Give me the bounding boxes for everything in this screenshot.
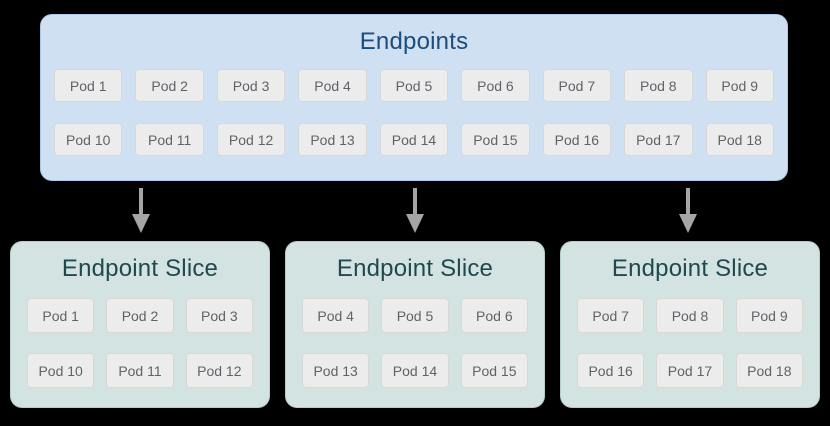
pod-chip: Pod 8: [656, 298, 724, 333]
pod-chip: Pod 2: [106, 298, 174, 333]
arrow-stem: [139, 188, 143, 214]
arrow-head: [679, 214, 697, 233]
slice-2-pod-row-top: Pod 4 Pod 5 Pod 6: [286, 298, 544, 333]
pod-chip: Pod 11: [106, 353, 174, 388]
pod-chip: Pod 18: [705, 123, 774, 156]
pod-chip: Pod 6: [461, 69, 530, 102]
pod-chip: Pod 7: [577, 298, 645, 333]
pod-chip: Pod 11: [135, 123, 204, 156]
pod-chip: Pod 4: [298, 69, 367, 102]
endpoints-box: Endpoints Pod 1 Pod 2 Pod 3 Pod 4 Pod 5 Pod 6…: [40, 14, 788, 181]
down-arrow-icon: [129, 188, 153, 233]
endpoint-slice-title: Endpoint Slice: [61, 255, 219, 282]
slice-3-pod-row-bottom: Pod 16 Pod 17 Pod 18: [561, 353, 819, 388]
pod-chip: Pod 17: [624, 123, 693, 156]
down-arrow-icon: [676, 188, 700, 233]
arrow-stem: [686, 188, 690, 214]
down-arrow-icon: [403, 188, 427, 233]
pod-chip: Pod 3: [185, 298, 253, 333]
arrow-stem: [413, 188, 417, 214]
pod-chip: Pod 8: [624, 69, 693, 102]
pod-chip: Pod 17: [656, 353, 724, 388]
pod-chip: Pod 1: [27, 298, 95, 333]
slice-1-pod-row-bottom: Pod 10 Pod 11 Pod 12: [11, 353, 269, 388]
slice-3-pod-row-top: Pod 7 Pod 8 Pod 9: [561, 298, 819, 333]
arrow-head: [406, 214, 424, 233]
pod-chip: Pod 14: [379, 123, 449, 156]
pod-chip: Pod 15: [460, 353, 528, 388]
pod-chip: Pod 16: [542, 123, 612, 156]
pod-chip: Pod 15: [461, 123, 530, 156]
slice-2-pod-row-bottom: Pod 13 Pod 14 Pod 15: [286, 353, 544, 388]
pod-chip: Pod 12: [185, 353, 253, 388]
pod-chip: Pod 2: [135, 69, 204, 102]
endpoint-slice-title: Endpoint Slice: [611, 255, 769, 282]
endpoint-slice-title: Endpoint Slice: [336, 255, 494, 282]
pod-chip: Pod 10: [27, 353, 95, 388]
pod-chip: Pod 3: [216, 69, 286, 102]
slice-1-pod-row-top: Pod 1 Pod 2 Pod 3: [11, 298, 269, 333]
pod-chip: Pod 10: [54, 123, 123, 156]
pod-chip: Pod 9: [735, 298, 803, 333]
pod-chip: Pod 5: [381, 298, 449, 333]
endpoints-pod-row-top: Pod 1 Pod 2 Pod 3 Pod 4 Pod 5 Pod 6 Pod 7 Pod 8…: [41, 69, 787, 102]
pod-chip: Pod 16: [577, 353, 645, 388]
pod-chip: Pod 18: [735, 353, 803, 388]
pod-chip: Pod 1: [54, 69, 123, 102]
pod-chip: Pod 13: [298, 123, 367, 156]
pod-chip: Pod 14: [381, 353, 449, 388]
pod-chip: Pod 6: [460, 298, 528, 333]
pod-chip: Pod 9: [705, 69, 774, 102]
pod-chip: Pod 5: [379, 69, 449, 102]
pod-chip: Pod 7: [542, 69, 612, 102]
pod-chip: Pod 4: [302, 298, 370, 333]
endpoints-pod-row-bottom: Pod 10 Pod 11 Pod 12 Pod 13 Pod 14 Pod 15 Pod …: [41, 123, 787, 156]
pod-chip: Pod 13: [302, 353, 370, 388]
endpoints-title: Endpoints: [359, 28, 469, 55]
arrow-head: [132, 214, 150, 233]
pod-chip: Pod 12: [216, 123, 286, 156]
